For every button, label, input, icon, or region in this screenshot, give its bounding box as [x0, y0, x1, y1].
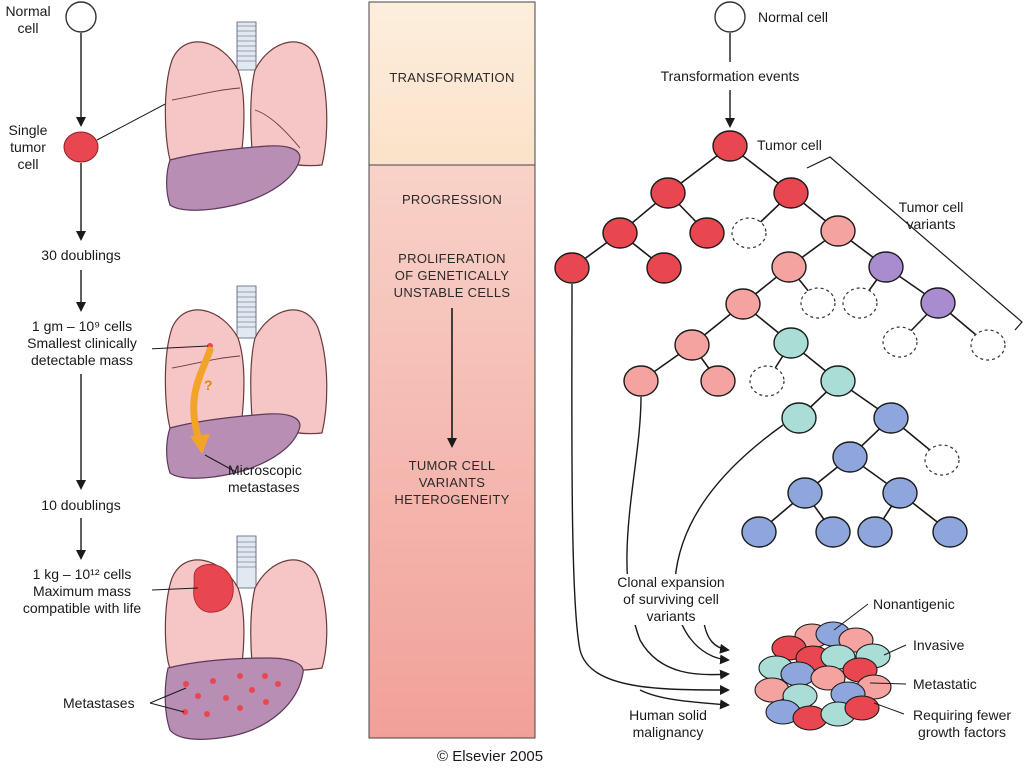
single-tumor-cell-label: Single tumor cell [8, 122, 48, 172]
tumor-cell-label: Tumor cell [757, 137, 822, 153]
clonal-expansion-label: Clonal expansion of surviving cell varia… [598, 574, 744, 625]
microscopic-metastases-label: Microscopic metastases [228, 462, 302, 495]
metastatic-label: Metastatic [913, 676, 977, 692]
single-tumor-cell [63, 131, 99, 163]
invasive-label: Invasive [913, 637, 965, 653]
organ-illustration-3 [164, 535, 328, 740]
transformation-events-label: Transformation events [640, 68, 820, 85]
cluster-pointers [833, 603, 907, 715]
organ-illustration-1 [164, 21, 328, 211]
progression-label: PROGRESSION [401, 192, 503, 207]
liver-1 [166, 145, 301, 211]
left-normal-cell-label: Normal cell [5, 3, 51, 36]
right-normal-cell-label: Normal cell [758, 9, 829, 25]
tumor-cell-variants-label: Tumor cell variants [898, 199, 964, 232]
normal-cell-right [714, 1, 746, 33]
doublings-10-label: 10 doublings [25, 497, 137, 514]
question-mark: ? [204, 377, 213, 393]
left-lung [164, 41, 245, 163]
organ-illustration-2 [164, 285, 328, 479]
metastases-label: Metastases [63, 695, 135, 711]
copyright: © Elsevier 2005 [437, 748, 544, 765]
variants-heterogeneity-label: TUMOR CELL VARIANTS HETEROGENEITY [394, 458, 510, 507]
normal-cell-left [65, 1, 97, 33]
requiring-fewer-growth-factors-label: Requiring fewer growth factors [912, 707, 1012, 740]
left-timeline [63, 1, 206, 560]
phase-band [368, 1, 536, 739]
malignancy-cluster [754, 621, 892, 731]
mass-1gm-label: 1 gm – 10⁹ cells Smallest clinically det… [12, 318, 152, 369]
proliferation-label: PROLIFERATION OF GENETICALLY UNSTABLE CE… [393, 251, 511, 300]
human-solid-malignancy-label: Human solid malignancy [629, 707, 707, 740]
right-lung [250, 41, 328, 167]
transformation-label: TRANSFORMATION [389, 70, 515, 85]
nonantigenic-label: Nonantigenic [873, 596, 955, 612]
mass-1kg-label: 1 kg – 10¹² cells Maximum mass compatibl… [22, 566, 142, 616]
lineage-tree [554, 1, 1023, 710]
doublings-30-label: 30 doublings [25, 247, 137, 264]
